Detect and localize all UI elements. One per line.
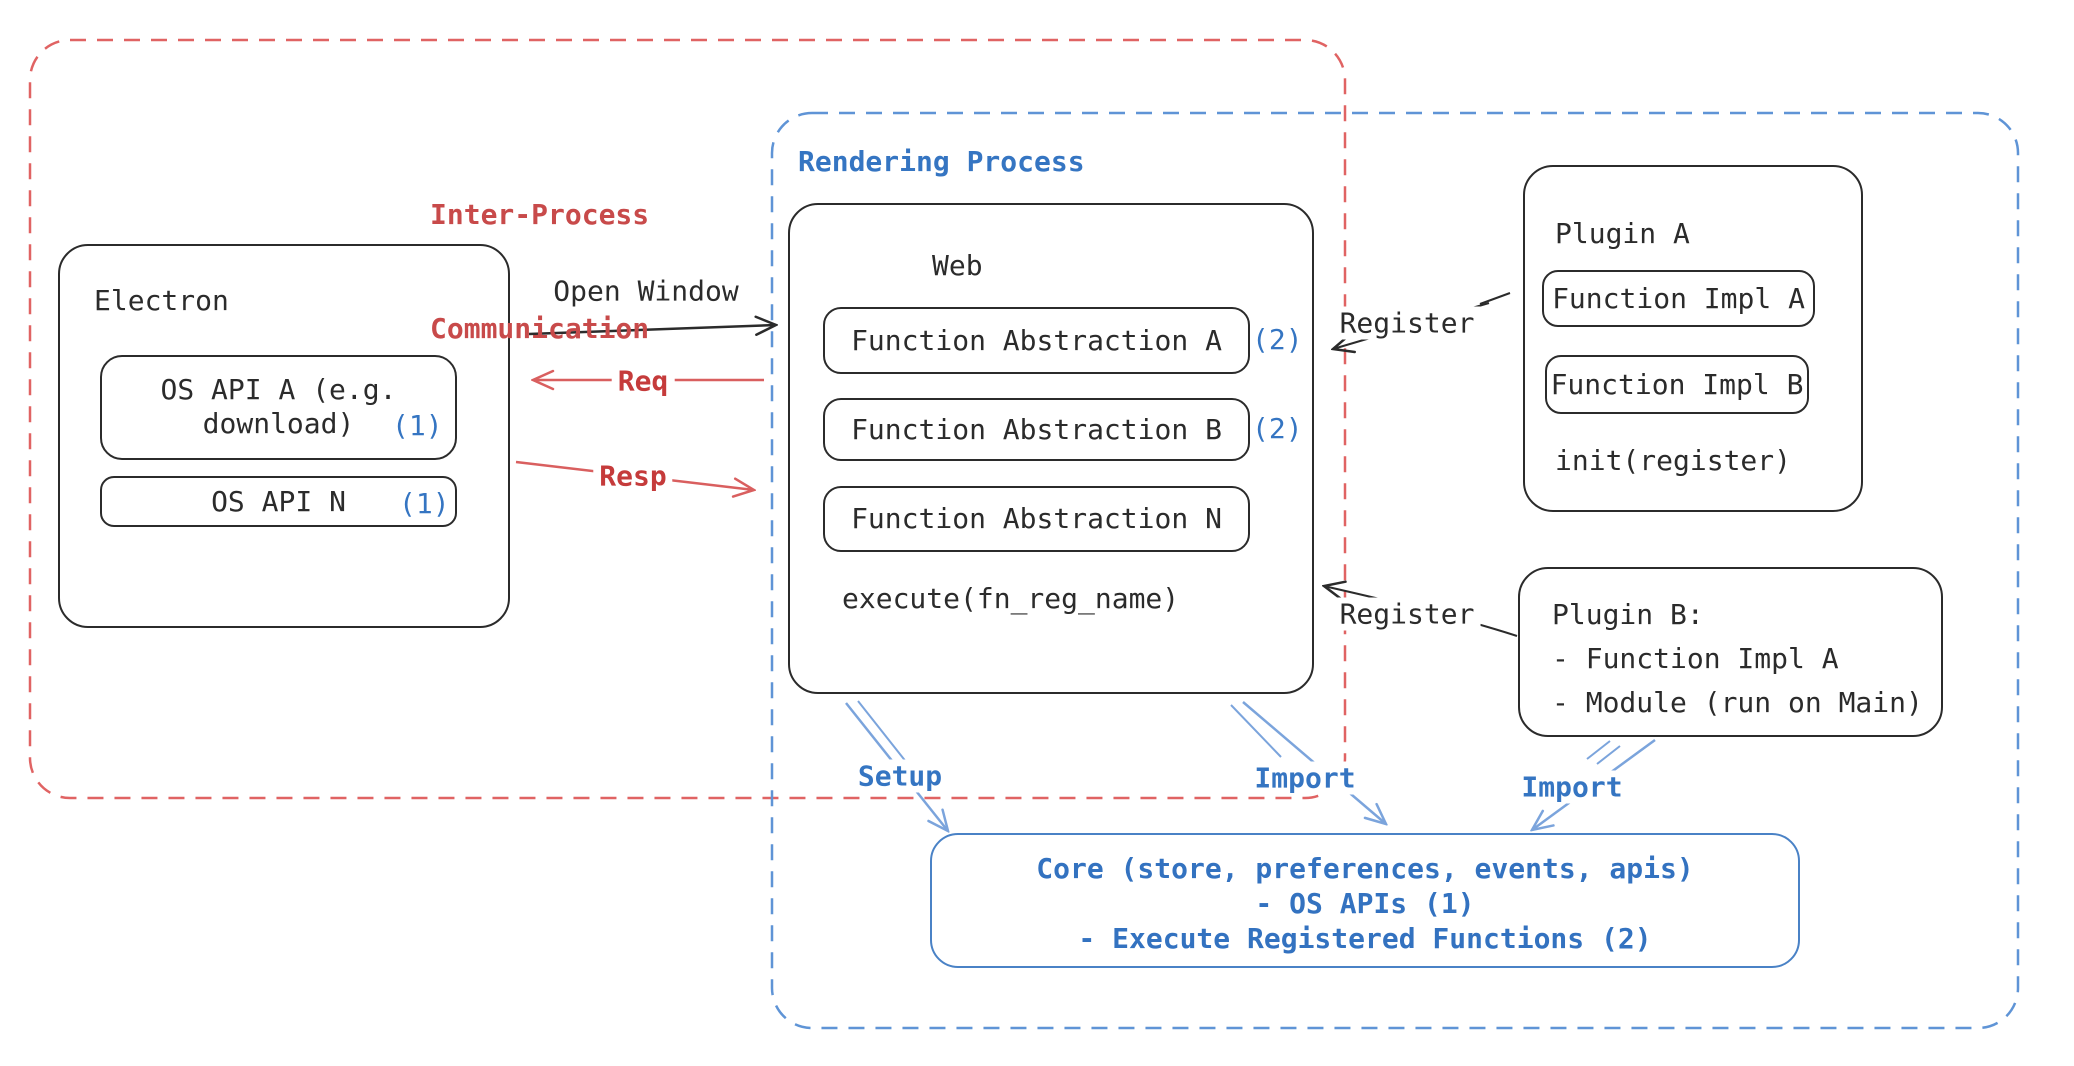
- function-abstraction-b-ref-badge: (2): [1252, 412, 1303, 445]
- ipc-label-line1: Inter-Process: [430, 198, 650, 231]
- core-line-2: - OS APIs (1): [1255, 887, 1475, 920]
- core-box: Core (store, preferences, events, apis) …: [930, 833, 1800, 968]
- function-abstraction-a-ref-badge: (2): [1252, 323, 1303, 356]
- import-web-arrow-stroke2: [1230, 704, 1282, 758]
- import-web-label: Import: [1248, 761, 1362, 795]
- register-a-label: Register: [1333, 306, 1481, 340]
- rendering-region-label: Rendering Process: [798, 145, 1085, 178]
- function-abstraction-a-label: Function Abstraction A: [851, 324, 1222, 357]
- function-abstraction-b-label: Function Abstraction B: [851, 413, 1222, 446]
- os-api-a-line1: OS API A (e.g.: [160, 373, 397, 406]
- function-abstraction-n-label: Function Abstraction N: [851, 502, 1222, 535]
- rendering-region-boundary: [770, 111, 2020, 1030]
- req-label: Req: [611, 364, 675, 398]
- plugin-b-item-1: - Function Impl A: [1552, 642, 1839, 675]
- open-window-arrow: [528, 325, 776, 334]
- ipc-region-boundary: [28, 38, 1347, 800]
- import-plugin-label: Import: [1515, 770, 1629, 804]
- plugin-a-title: Plugin A: [1555, 217, 1690, 250]
- os-api-a-line2: download): [202, 407, 355, 440]
- plugin-b-box: Plugin B: - Function Impl A - Module (ru…: [1518, 567, 1943, 737]
- register-b-label: Register: [1333, 597, 1481, 631]
- function-impl-a-label: Function Impl A: [1552, 282, 1805, 315]
- plugin-b-title: Plugin B:: [1552, 598, 1704, 631]
- function-impl-a-box: Function Impl A: [1542, 270, 1815, 327]
- function-impl-b-label: Function Impl B: [1550, 368, 1804, 401]
- ipc-region-label: Inter-Process Communication: [430, 120, 649, 424]
- function-abstraction-b-box: Function Abstraction B: [823, 398, 1250, 461]
- core-line-1: Core (store, preferences, events, apis): [1036, 852, 1694, 885]
- os-api-n-box: OS API N (1): [100, 476, 457, 527]
- electron-title: Electron: [94, 284, 229, 317]
- open-window-label: Open Window: [553, 274, 739, 308]
- os-api-a-box: OS API A (e.g. download) (1): [100, 355, 457, 460]
- register-a-tick: [1479, 292, 1511, 305]
- import-plugin-tick2: [1586, 740, 1611, 760]
- plugin-a-box: Plugin A Function Impl A Function Impl B…: [1523, 165, 1863, 512]
- ipc-label-line2: Communication: [430, 312, 650, 345]
- os-api-n-ref-badge: (1): [399, 487, 450, 520]
- setup-label: Setup: [851, 759, 949, 793]
- web-box: Web Function Abstraction A Function Abst…: [788, 203, 1314, 694]
- function-abstraction-n-box: Function Abstraction N: [823, 486, 1250, 552]
- function-impl-b-box: Function Impl B: [1545, 355, 1809, 414]
- web-title: Web: [932, 249, 983, 282]
- os-api-a-ref-badge: (1): [392, 409, 443, 442]
- init-register-text: init(register): [1555, 444, 1792, 477]
- resp-label: Resp: [593, 459, 673, 493]
- electron-box: Electron OS API A (e.g. download) (1) OS…: [58, 244, 510, 628]
- os-api-n-label: OS API N: [211, 485, 346, 518]
- function-abstraction-a-box: Function Abstraction A: [823, 307, 1250, 374]
- execute-function-text: execute(fn_reg_name): [842, 582, 1180, 615]
- import-plugin-tick: [1596, 745, 1621, 765]
- core-line-3: - Execute Registered Functions (2): [1078, 922, 1652, 955]
- plugin-b-item-2: - Module (run on Main): [1552, 686, 1923, 719]
- setup-arrow-stroke2: [857, 700, 908, 764]
